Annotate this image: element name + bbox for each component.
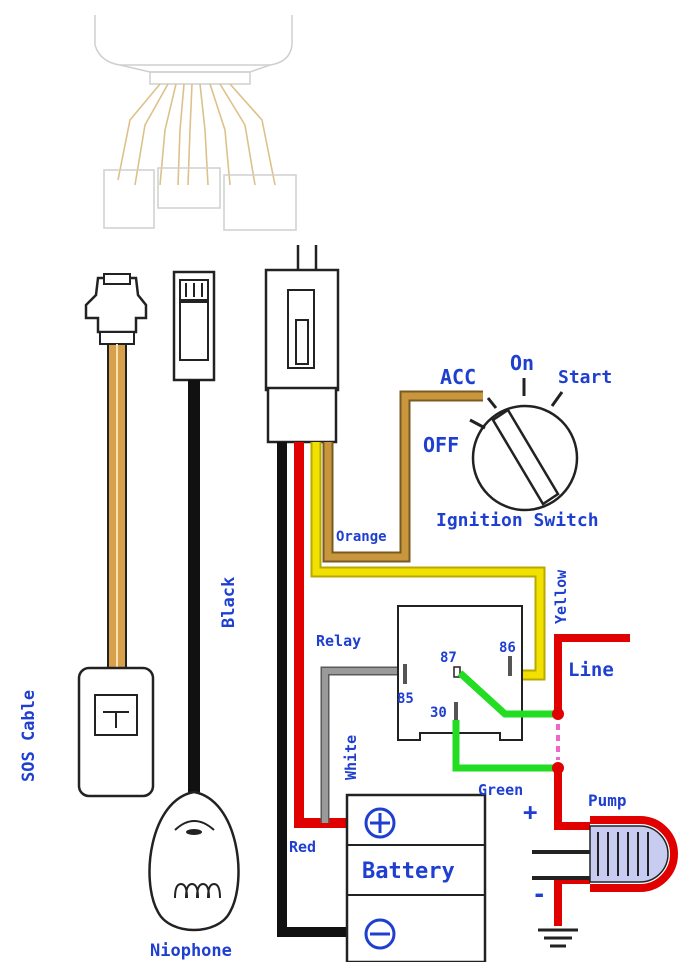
- ground-symbol: [538, 928, 578, 948]
- black-ground-wire: [277, 442, 352, 937]
- white-wire: [320, 666, 404, 823]
- device-connector-faint: [94, 15, 297, 231]
- white-wire-label: White: [342, 735, 360, 780]
- relay-pin-86-label: 86: [499, 640, 516, 656]
- battery-positive-icon: [364, 807, 396, 839]
- battery-label: Battery: [362, 859, 455, 884]
- junction-lower: [552, 762, 564, 774]
- pump-label: Pump: [588, 791, 627, 810]
- power-connector: [264, 245, 340, 444]
- pump-icon: [532, 816, 678, 892]
- sos-button-box[interactable]: [77, 666, 155, 798]
- green-wire: [452, 670, 558, 772]
- relay-label: Relay: [316, 632, 361, 650]
- black-wire-label: Black: [219, 577, 239, 628]
- ignition-acc-label: ACC: [440, 365, 476, 389]
- microphone-icon: [148, 790, 240, 932]
- orange-wire: [322, 390, 483, 563]
- sos-cable-label: SOS Cable: [19, 690, 39, 782]
- ignition-start-label: Start: [558, 367, 612, 388]
- battery-negative-icon: [364, 918, 396, 950]
- mic-connector: [172, 270, 216, 382]
- orange-wire-label: Orange: [336, 529, 387, 545]
- line-circuit: [554, 634, 630, 926]
- yellow-wire-label: Yellow: [552, 569, 570, 624]
- red-wire: [294, 442, 352, 828]
- pump-minus-label: -: [532, 880, 546, 908]
- ignition-switch-label: Ignition Switch: [436, 510, 599, 531]
- relay-pin-85-label: 85: [397, 691, 414, 707]
- niophone-label: Niophone: [150, 941, 232, 961]
- sos-cable-wire: [107, 343, 127, 671]
- pump-plus-label: +: [523, 798, 537, 826]
- relay-pin-30-label: 30: [430, 705, 447, 721]
- line-label: Line: [568, 659, 614, 681]
- sos-connector: [84, 273, 148, 345]
- junction-upper: [552, 708, 564, 720]
- green-wire-label: Green: [478, 781, 523, 799]
- ignition-switch-icon: [469, 378, 579, 512]
- ignition-off-label: OFF: [423, 433, 459, 457]
- red-wire-label: Red: [289, 838, 316, 856]
- ignition-on-label: On: [510, 351, 534, 375]
- relay-pin-87-label: 87: [440, 650, 457, 666]
- mic-black-wire: [188, 380, 200, 798]
